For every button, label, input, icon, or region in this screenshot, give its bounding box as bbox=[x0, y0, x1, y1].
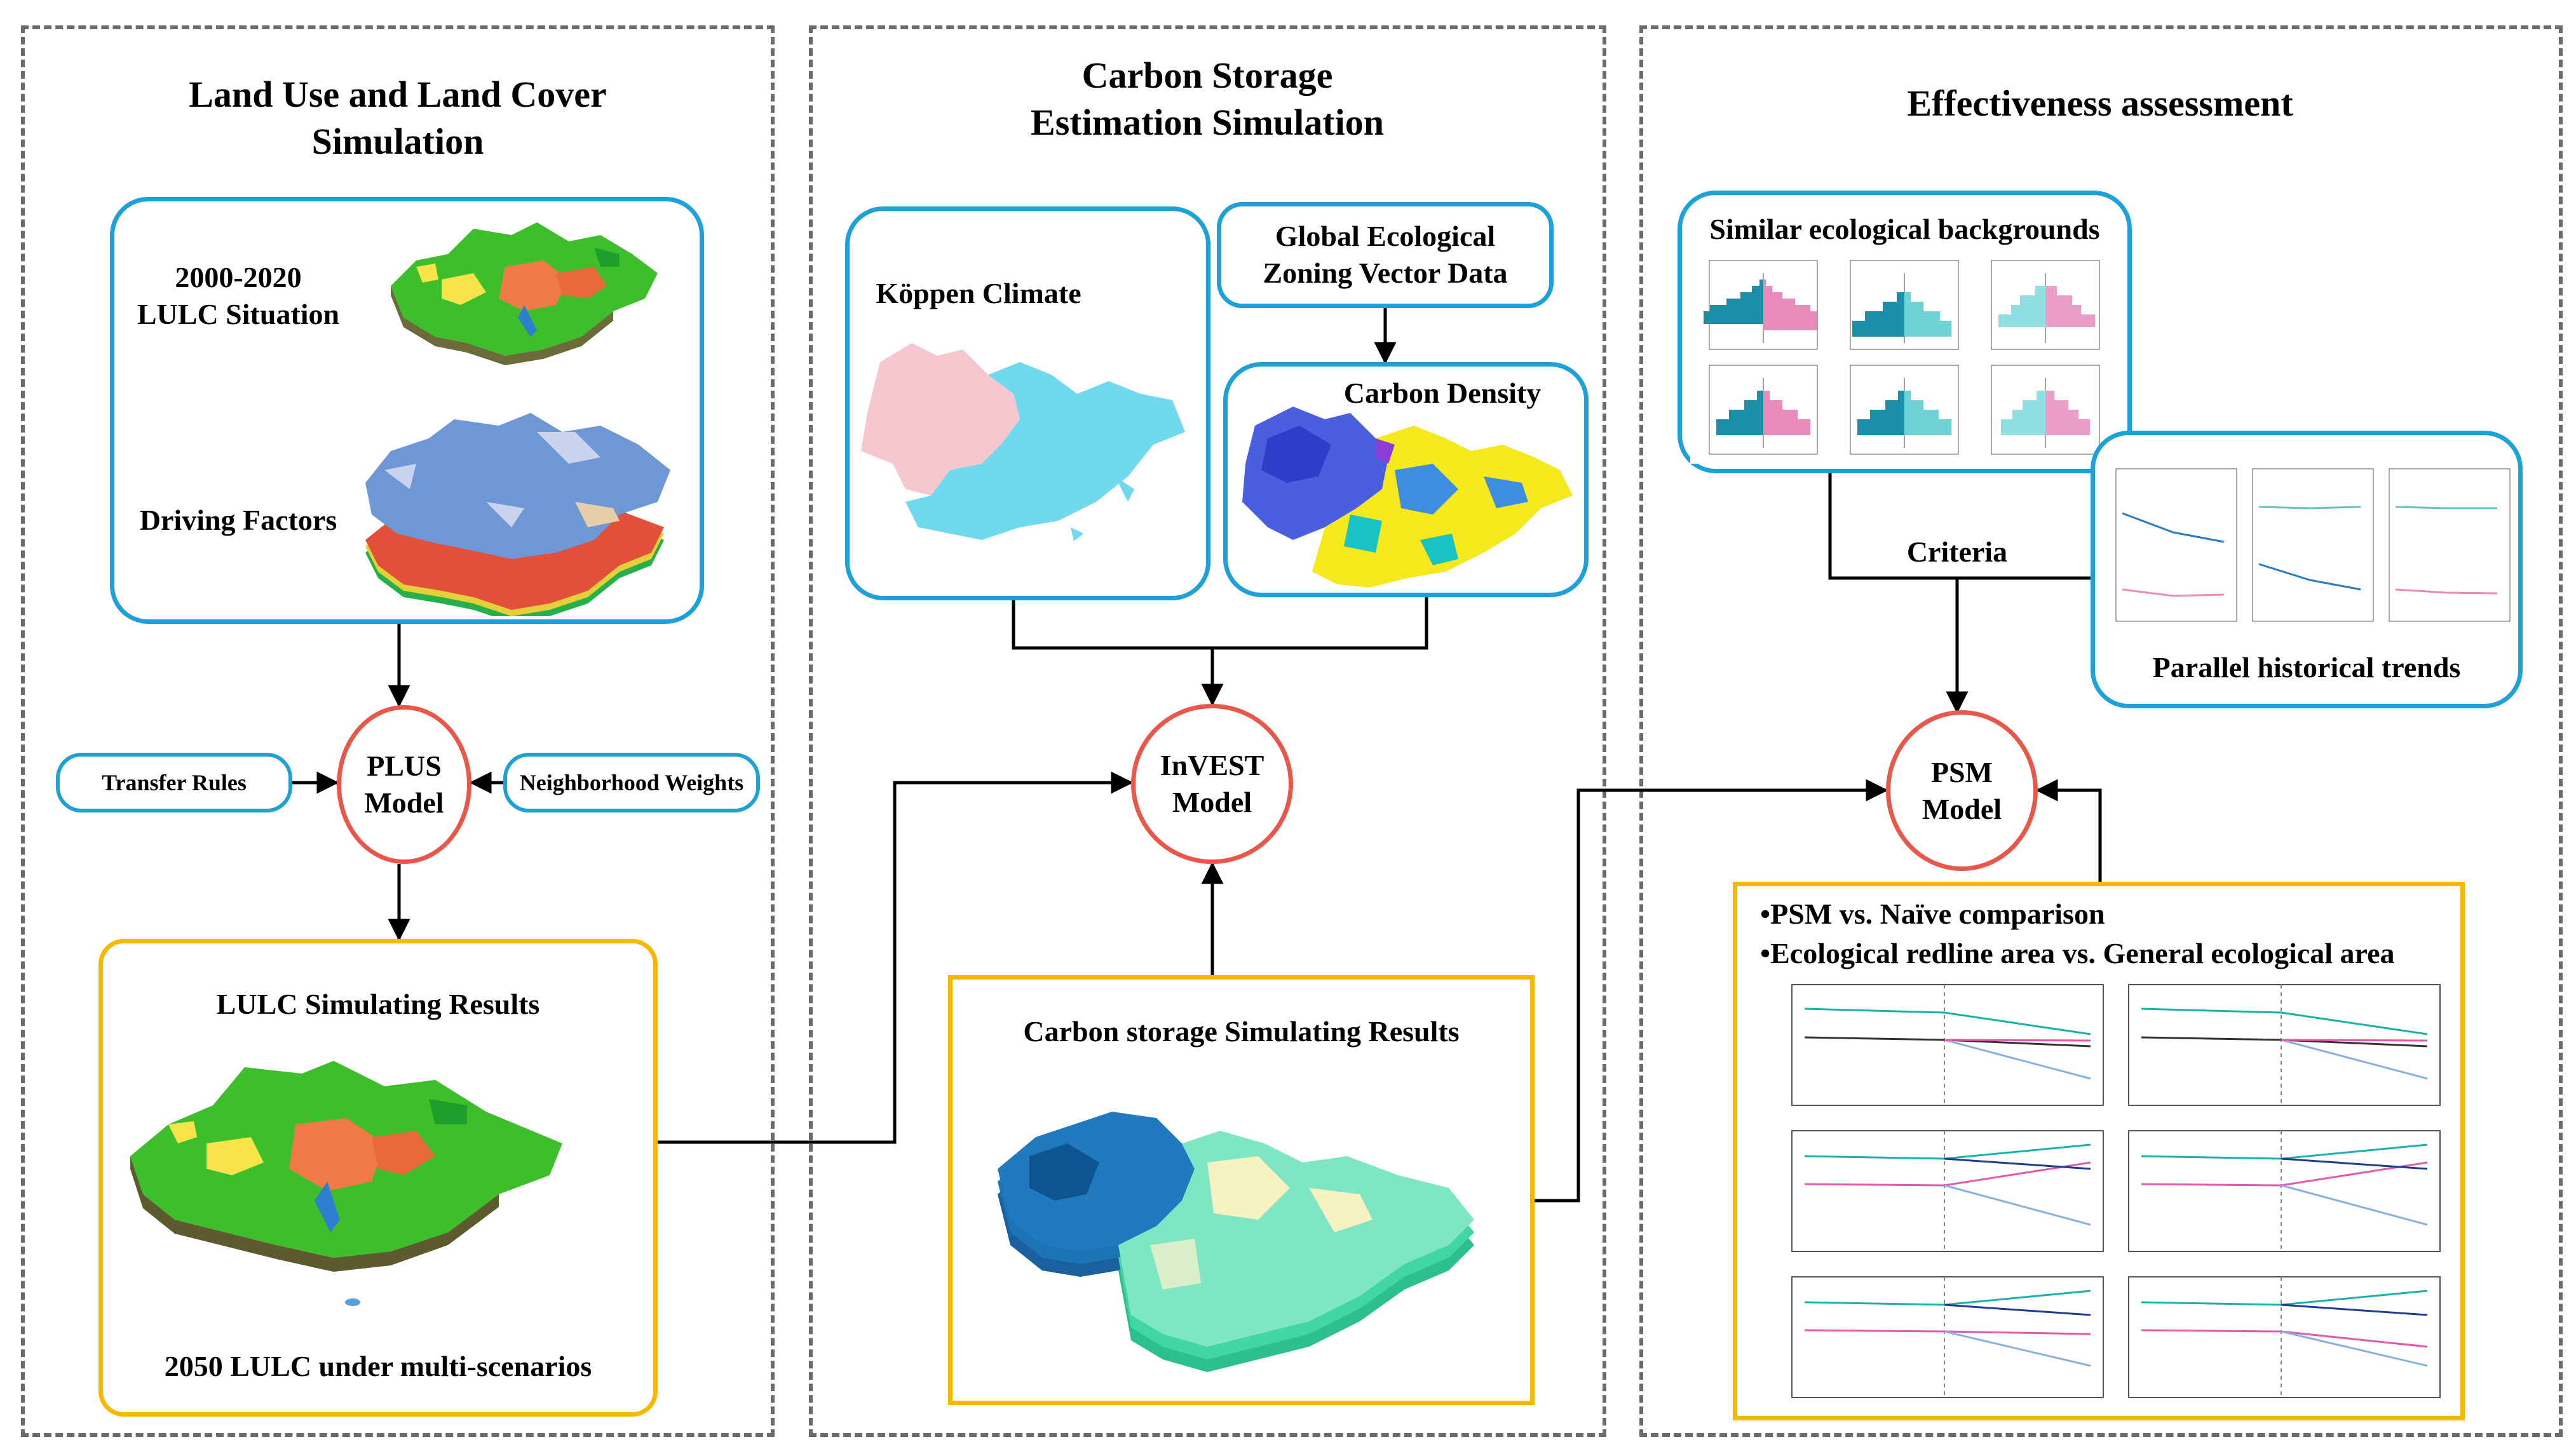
similar-backgrounds-label: Similar ecological backgrounds bbox=[1709, 213, 2100, 245]
effect-panel bbox=[1639, 25, 2563, 1437]
driving-factors-map bbox=[365, 413, 670, 616]
trend-a bbox=[2115, 468, 2237, 622]
arrow-maps-to-invest bbox=[1012, 597, 1428, 704]
psm-bullet-redline: •Ecological redline area vs. General eco… bbox=[1760, 937, 2395, 969]
psm-model-node: PSM Model bbox=[1886, 710, 2038, 871]
trend-b bbox=[2252, 468, 2374, 622]
pyramid-e bbox=[1850, 365, 1959, 455]
parallel-trends-label: Parallel historical trends bbox=[2152, 651, 2461, 684]
scenario-panel-a bbox=[1804, 985, 2091, 1105]
invest-model-node: InVEST Model bbox=[1131, 704, 1293, 864]
koppen-label: Köppen Climate bbox=[876, 277, 1081, 309]
koppen-map bbox=[861, 343, 1185, 541]
carbon-panel-title: Carbon Storage Estimation Simulation bbox=[1031, 55, 1384, 143]
trend-c bbox=[2389, 468, 2511, 622]
pyramid-f bbox=[1991, 365, 2100, 455]
effect-panel-title: Effectiveness assessment bbox=[1907, 83, 2293, 124]
lulc-panel-title: Land Use and Land Cover Simulation bbox=[189, 74, 607, 162]
invest-model-label: InVEST Model bbox=[1160, 749, 1264, 818]
pyramid-b bbox=[1850, 260, 1959, 350]
scenario-panel-b bbox=[2141, 985, 2428, 1105]
scenario-panel-c bbox=[1804, 1131, 2091, 1251]
plus-model-label: PLUS Model bbox=[364, 750, 444, 819]
similar-backgrounds-panels bbox=[1690, 254, 2119, 464]
criteria-label: Criteria bbox=[1906, 536, 2008, 568]
lulc-situation-label: 2000-2020 LULC Situation bbox=[137, 261, 340, 330]
pyramid-d bbox=[1709, 365, 1818, 455]
plus-model-node: PLUS Model bbox=[337, 705, 471, 864]
lulc-results-map bbox=[130, 1061, 562, 1306]
pyramid-a bbox=[1704, 260, 1818, 350]
psm-bullet-naive: •PSM vs. Naïve comparison bbox=[1760, 898, 2105, 930]
carbon-density-map bbox=[1242, 407, 1573, 588]
carbon-density-label: Carbon Density bbox=[1343, 377, 1542, 409]
lulc-results-title: LULC Simulating Results bbox=[216, 988, 540, 1020]
pyramid-c bbox=[1991, 260, 2100, 350]
arrow-results-to-invest bbox=[658, 771, 1134, 1144]
lulc-situation-map bbox=[391, 222, 658, 365]
scenario-panel-d bbox=[2141, 1131, 2428, 1251]
carbon-panel bbox=[809, 25, 1606, 1437]
arrow-criteria-to-psm bbox=[1828, 470, 2103, 711]
global-zoning-label: Global Ecological Zoning Vector Data bbox=[1263, 220, 1508, 289]
arrow-carbon-results-to-psm bbox=[1535, 779, 1888, 1203]
global-zoning-box bbox=[1217, 202, 1554, 308]
carbon-results-map bbox=[998, 1112, 1474, 1372]
driving-factors-label: Driving Factors bbox=[139, 504, 337, 536]
lulc-panel bbox=[21, 25, 775, 1437]
scenario-panel-e bbox=[1804, 1277, 2091, 1398]
carbon-results-title: Carbon storage Simulating Results bbox=[1023, 1015, 1460, 1048]
scenario-panel-f bbox=[2141, 1277, 2428, 1398]
arrow-bottom-to-psm bbox=[2035, 779, 2102, 882]
neighborhood-weights-box: Neighborhood Weights bbox=[503, 753, 760, 812]
parallel-trends-panels bbox=[2097, 462, 2516, 640]
psm-model-label: PSM Model bbox=[1922, 755, 2002, 825]
scenario-chart-grid bbox=[1779, 978, 2453, 1410]
lulc-results-caption: 2050 LULC under multi-scenarios bbox=[164, 1350, 592, 1382]
transfer-rules-box: Transfer Rules bbox=[56, 753, 292, 812]
